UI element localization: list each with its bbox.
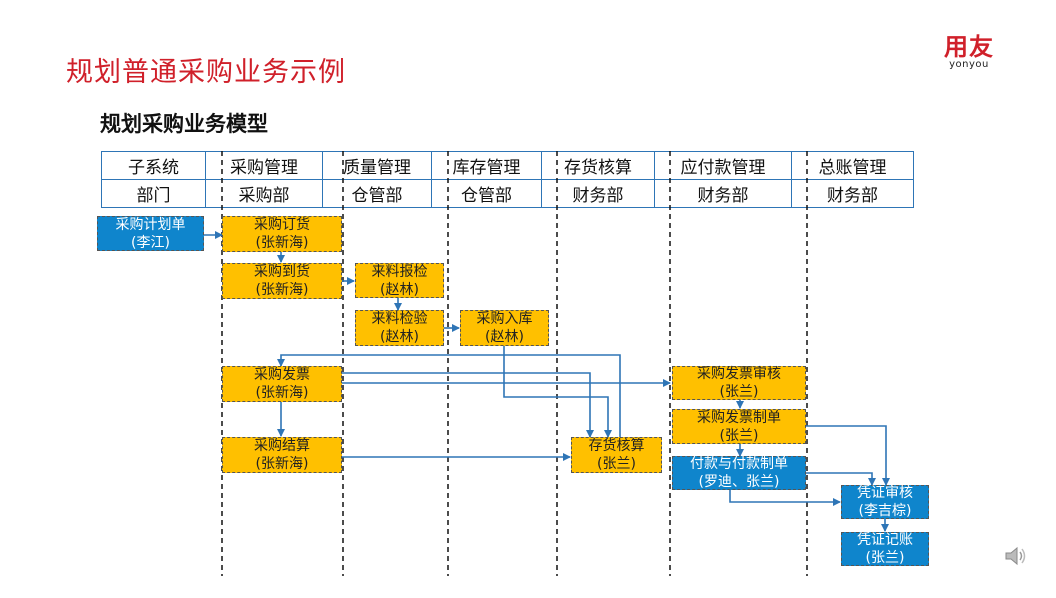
logo-text-en: yonyou xyxy=(949,59,989,70)
node-payment-voucher: 付款与付款制单(罗迪、张兰) xyxy=(672,456,806,490)
department-row: 部门 采购部 仓管部 仓管部 财务部 财务部 财务部 xyxy=(101,179,914,208)
model-subtitle: 规划采购业务模型 xyxy=(100,112,268,136)
speaker-icon[interactable] xyxy=(1004,545,1028,571)
node-invoice-voucher: 采购发票制单(张兰) xyxy=(672,409,806,444)
node-purchase-settlement: 采购结算(张新海) xyxy=(222,437,342,473)
yonyou-logo: 用友 yonyou xyxy=(944,34,994,70)
dept-cell-ledger: 财务部 xyxy=(791,179,914,208)
header-cell-payables: 应付款管理 xyxy=(654,151,792,180)
flow-arrows xyxy=(204,231,890,532)
dept-cell-inventory: 仓管部 xyxy=(431,179,542,208)
node-invoice-audit: 采购发票审核(张兰) xyxy=(672,366,806,400)
header-cell-costing: 存货核算 xyxy=(541,151,655,180)
dept-cell-purchase: 采购部 xyxy=(205,179,323,208)
header-cell-inventory: 库存管理 xyxy=(431,151,542,180)
logo-text-cn: 用友 xyxy=(944,33,994,61)
node-purchase-order: 采购订货(张新海) xyxy=(222,216,342,252)
node-purchase-instock: 采购入库(赵林) xyxy=(460,310,549,346)
node-inventory-costing: 存货核算(张兰) xyxy=(571,437,662,473)
swimlane-dividers xyxy=(221,151,808,576)
node-purchase-invoice: 采购发票(张新海) xyxy=(222,366,342,402)
dept-cell-costing: 财务部 xyxy=(541,179,655,208)
dept-cell-payables: 财务部 xyxy=(654,179,792,208)
node-purchase-plan: 采购计划单(李江) xyxy=(97,216,204,251)
node-voucher-posting: 凭证记账(张兰) xyxy=(841,532,929,566)
arrow-payment-vaudit xyxy=(806,472,876,486)
node-material-inspection-request: 来料报检(赵林) xyxy=(355,263,444,298)
arrow-payment-vaudit-2 xyxy=(729,490,841,506)
page-title: 规划普通采购业务示例 xyxy=(66,57,346,88)
arrow-instock-cost xyxy=(503,346,612,438)
dept-cell-label: 部门 xyxy=(101,179,206,208)
node-material-inspection: 来料检验(赵林) xyxy=(355,310,444,346)
arrow-invoice-cost xyxy=(342,372,594,438)
header-cell-quality: 质量管理 xyxy=(322,151,432,180)
subsystem-row: 子系统 采购管理 质量管理 库存管理 存货核算 应付款管理 总账管理 xyxy=(101,151,914,180)
header-cell-ledger: 总账管理 xyxy=(791,151,914,180)
node-voucher-audit: 凭证审核(李吉棕) xyxy=(841,485,929,519)
arrow-voucher-vaudit xyxy=(806,425,890,486)
arrow-loop-to-invoice xyxy=(277,354,621,437)
dept-cell-quality: 仓管部 xyxy=(322,179,432,208)
node-purchase-arrival: 采购到货(张新海) xyxy=(222,263,342,299)
header-cell-purchase: 采购管理 xyxy=(205,151,323,180)
swimlane-header-table: 子系统 采购管理 质量管理 库存管理 存货核算 应付款管理 总账管理 部门 采购… xyxy=(101,151,914,208)
